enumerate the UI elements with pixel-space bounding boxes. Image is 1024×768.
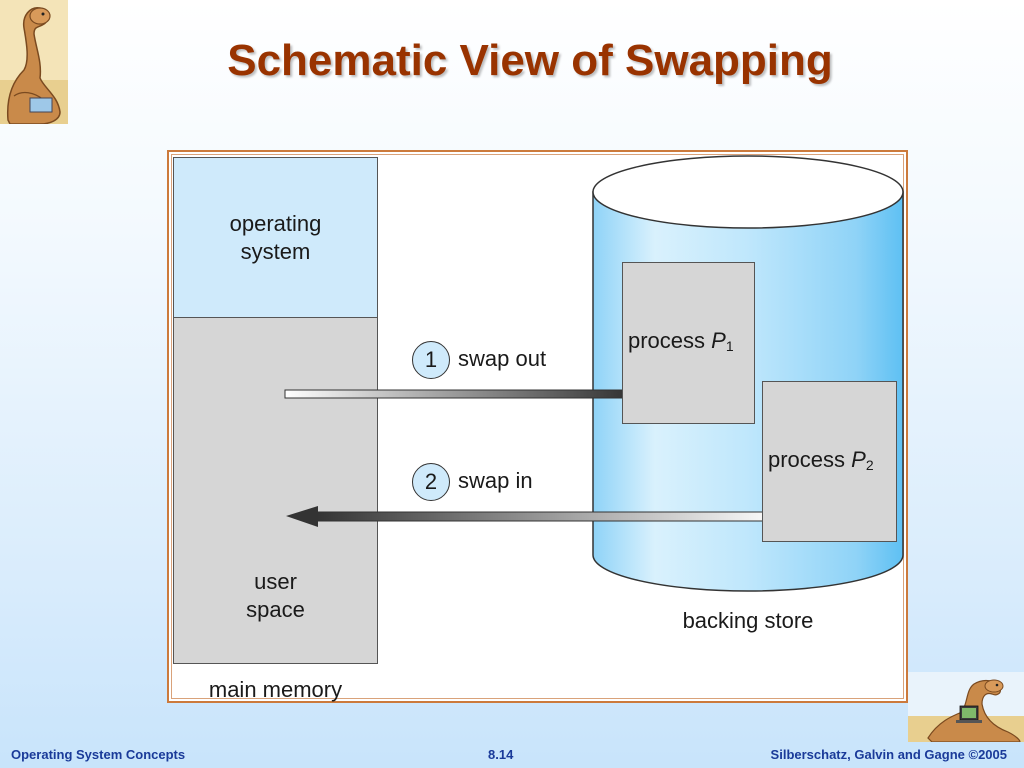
step-2-circle: 2 [412, 463, 450, 501]
footer-slide-number: 8.14 [488, 747, 514, 762]
process-p2-name: process [768, 447, 846, 472]
process-p2-label: process P2 [768, 447, 874, 473]
memory-user-region [173, 317, 378, 664]
slide-title: Schematic View of Swapping [227, 36, 833, 85]
process-p1-sub: 1 [725, 338, 734, 354]
process-p2-box [762, 381, 897, 542]
dinosaur-logo-icon [0, 0, 68, 124]
os-label: operating system [229, 211, 322, 264]
user-space-label: user space [246, 569, 305, 622]
dinosaur-laptop-icon [908, 672, 1024, 742]
main-memory-caption: main memory [208, 677, 343, 702]
process-p2-var: P [851, 447, 866, 472]
step-1-label: swap out [458, 346, 547, 371]
process-p1-var: P [711, 328, 726, 353]
memory-os-region [173, 157, 378, 318]
process-p1-box [622, 262, 755, 424]
step-1-circle: 1 [412, 341, 450, 379]
footer-copyright: Silberschatz, Galvin and Gagne ©2005 [770, 747, 1007, 762]
process-p2-sub: 2 [865, 457, 874, 473]
backing-store-caption: backing store [682, 608, 814, 633]
footer-course-title: Operating System Concepts [11, 747, 186, 762]
process-p1-label: process P1 [628, 328, 734, 354]
process-p1-name: process [628, 328, 706, 353]
step-2-label: swap in [458, 468, 533, 493]
